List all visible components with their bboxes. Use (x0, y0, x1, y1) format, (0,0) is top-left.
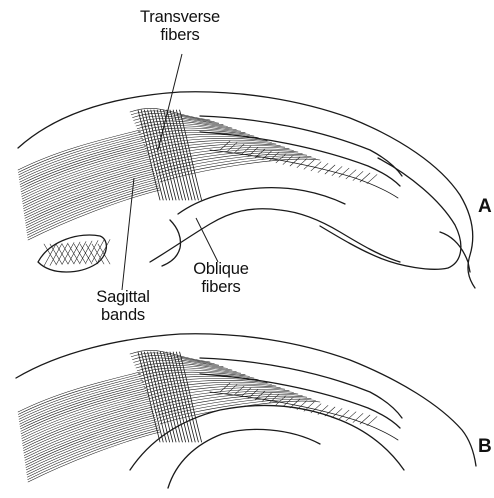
sagittal-fiber (27, 424, 158, 473)
panel-label-b: B (478, 436, 492, 458)
muscle-hatch (74, 242, 86, 264)
extensor-hood-fibers-b (130, 350, 377, 442)
hood-fiber (160, 159, 320, 182)
oblique-fiber (360, 173, 370, 182)
cut-muscle-end (38, 235, 110, 272)
oblique-fiber (290, 157, 300, 166)
oblique-fiber (332, 409, 342, 418)
panel-a-drawing (18, 54, 475, 290)
oblique-fiber (318, 405, 328, 414)
sagittal-fiber (24, 167, 152, 213)
transverse-fibers-label-line1: Transverse (132, 8, 228, 26)
oblique-fiber (360, 415, 370, 424)
extensor-hood-fibers (130, 108, 377, 200)
muscle-hatch (98, 240, 110, 262)
sagittal-band-bundle-b (18, 372, 160, 482)
panel-label-a: A (478, 196, 492, 218)
sagittal-bands-label-line2: bands (78, 306, 168, 324)
muscle-hatch (56, 244, 68, 264)
oblique-fiber (234, 144, 244, 153)
sagittal-bands-label: Sagittal bands (78, 288, 168, 324)
phalanx-outline (178, 188, 345, 214)
oblique-fiber (332, 167, 342, 176)
oblique-fiber (297, 159, 307, 168)
hood-fiber (160, 401, 320, 424)
transverse-fiber (176, 352, 198, 442)
transverse-fiber (141, 110, 163, 200)
sagittal-fiber (24, 409, 152, 455)
nail-outline (440, 232, 470, 272)
skin-outline-volar (150, 209, 400, 262)
oblique-fiber (290, 399, 300, 408)
oblique-fiber (318, 163, 328, 172)
transverse-fibers-label-line2: fibers (132, 26, 228, 44)
oblique-fiber (311, 162, 321, 171)
oblique-fibers-leader (196, 218, 218, 262)
oblique-fiber (241, 388, 251, 397)
sagittal-bands-label-line1: Sagittal (78, 288, 168, 306)
oblique-fibers-label-line1: Oblique (176, 260, 266, 278)
oblique-fiber (325, 407, 335, 416)
fingertip-outline (320, 158, 461, 269)
sagittal-fiber (26, 180, 156, 228)
transverse-fibers-label: Transverse fibers (132, 8, 228, 44)
sagittal-fiber (26, 176, 156, 224)
oblique-fiber (325, 165, 335, 174)
sagittal-fiber (27, 182, 158, 231)
panel-b-drawing (16, 334, 476, 488)
sagittal-fiber (26, 418, 156, 466)
sagittal-fiber (26, 178, 156, 226)
oblique-fiber (241, 146, 251, 155)
skin-outline-dorsal-b (16, 334, 476, 466)
oblique-fiber (367, 417, 377, 426)
oblique-fiber (367, 175, 377, 184)
sagittal-band-bundle (18, 130, 160, 240)
oblique-fiber (234, 386, 244, 395)
transverse-fiber (176, 110, 198, 200)
oblique-fibers-label: Oblique fibers (176, 260, 266, 296)
sagittal-fiber (26, 422, 156, 470)
oblique-fibers-label-line2: fibers (176, 278, 266, 296)
muscle-hatch (80, 244, 92, 264)
oblique-fiber (304, 160, 314, 169)
muscle-hatch (74, 244, 86, 264)
muscle-outline (38, 235, 106, 272)
transverse-fiber (141, 352, 163, 442)
phalanx-outline-b (130, 405, 404, 470)
